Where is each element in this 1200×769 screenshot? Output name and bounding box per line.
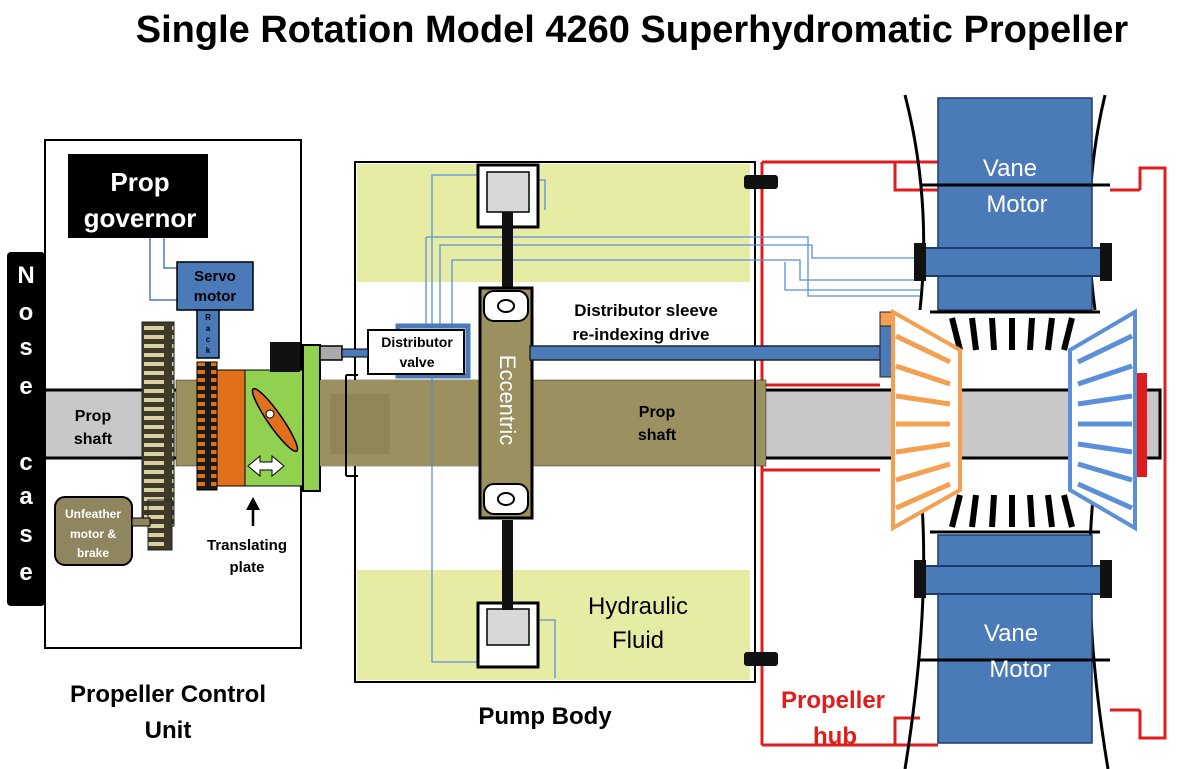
eccentric-label: Eccentric	[495, 355, 520, 445]
prop-shaft-label-left-2: shaft	[74, 431, 113, 448]
rack	[196, 309, 220, 359]
hydraulic-lines	[425, 174, 920, 678]
nose-case-label: N o s e c a s e	[17, 262, 34, 586]
vane-motor-top-axle	[921, 247, 1109, 277]
distributor-valve-label-2: valve	[399, 354, 434, 370]
piston-head-top	[486, 171, 530, 213]
pinion-teeth	[949, 317, 1075, 528]
vane-motor-bottom-axle	[921, 565, 1109, 595]
vane-motor-top-label-2: Motor	[986, 191, 1047, 218]
vane-motor-bottom-label: Vane	[984, 620, 1038, 647]
diagram-title: Single Rotation Model 4260 Superhydromat…	[136, 9, 1129, 51]
translating-plate-orange	[216, 369, 246, 487]
rack-label: R a c k	[205, 313, 211, 355]
large-gear	[141, 321, 175, 527]
svg-text:k: k	[206, 346, 211, 355]
svg-text:o: o	[19, 299, 34, 326]
valve-stem	[319, 345, 343, 361]
prop-shaft-label-right-2: shaft	[638, 427, 677, 444]
propeller-hub-label: Propeller	[781, 687, 885, 714]
propeller-control-unit-label-2: Unit	[145, 717, 192, 744]
translating-plate-pointer	[246, 497, 260, 526]
distributor-valve-label: Distributor	[381, 334, 453, 350]
unfeather-label-3: brake	[77, 546, 109, 560]
pump-mount-bottom	[744, 652, 778, 666]
svg-text:e: e	[19, 559, 32, 586]
distributor-sleeve-label: Distributor sleeve	[574, 301, 718, 320]
svg-text:a: a	[206, 324, 211, 333]
prop-shaft-label-left: Prop	[75, 408, 112, 425]
flange	[302, 344, 321, 492]
distributor-valve	[367, 329, 465, 375]
svg-text:a: a	[19, 483, 33, 510]
translating-plate-label-2: plate	[229, 559, 264, 576]
translating-plate-label: Translating	[207, 537, 287, 554]
hydraulic-fluid-label-2: Fluid	[612, 627, 664, 654]
unfeather-shaft	[131, 517, 151, 527]
bevel-gear-orange	[891, 308, 962, 532]
svg-text:c: c	[19, 449, 32, 476]
svg-text:c: c	[206, 335, 211, 344]
unfeather-label: Unfeather	[65, 507, 121, 521]
hydraulic-fluid-label: Hydraulic	[588, 593, 688, 620]
prop-governor-label: Prop	[110, 167, 169, 197]
unfeather-label-2: motor &	[70, 527, 116, 541]
svg-text:s: s	[19, 521, 32, 548]
fluid-top	[357, 164, 750, 282]
propeller-control-unit-label: Propeller Control	[70, 681, 266, 708]
prop-governor	[68, 154, 208, 238]
cam-block	[270, 342, 300, 372]
prop-shaft-label-right: Prop	[639, 404, 676, 421]
svg-text:e: e	[19, 373, 32, 400]
prop-governor-label-2: governor	[84, 203, 197, 233]
distributor-sleeve-drive	[529, 345, 883, 361]
piston-head-bottom	[486, 608, 530, 646]
vane-motor-bottom-label-2: Motor	[989, 656, 1050, 683]
eccentric	[478, 286, 534, 520]
translate-arrow-icon	[247, 454, 285, 478]
vane-motor-top-label: Vane	[983, 155, 1037, 182]
svg-text:N: N	[17, 262, 34, 289]
nose-case	[7, 252, 45, 606]
bevel-gear-blue	[1068, 308, 1137, 532]
cam-pin	[265, 409, 275, 419]
servo-motor-label-2: motor	[194, 288, 237, 305]
piston-rod-top	[502, 212, 513, 290]
fluid-bottom	[357, 570, 750, 680]
small-gear	[147, 499, 173, 551]
cam-slot	[251, 387, 299, 453]
governor-lines	[149, 238, 178, 301]
pump-mount-top	[744, 175, 778, 189]
ring-gear	[196, 361, 218, 491]
piston-rod-bottom	[502, 520, 513, 610]
svg-text:s: s	[19, 334, 32, 361]
servo-motor-label: Servo	[194, 268, 236, 285]
svg-text:R: R	[205, 313, 211, 322]
hub-cap	[1137, 373, 1147, 477]
pump-body-label: Pump Body	[478, 703, 612, 730]
propeller-hub-label-2: hub	[813, 723, 857, 750]
unfeather-motor	[54, 496, 133, 566]
distributor-sleeve-label-2: re-indexing drive	[573, 325, 710, 344]
